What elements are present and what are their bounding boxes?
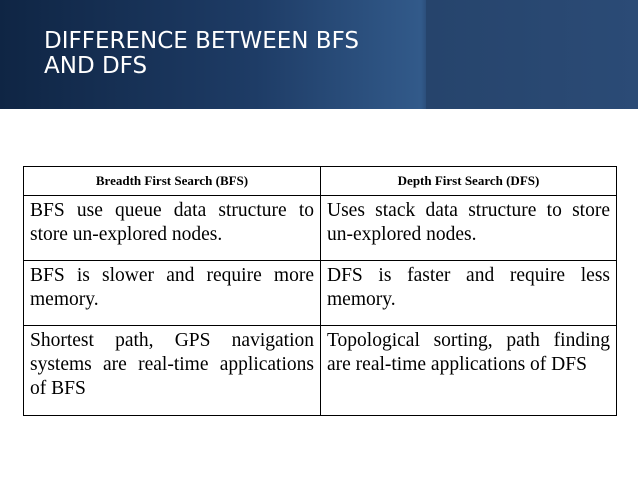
table-row: BFS is slower and require more memory. D… xyxy=(23,260,617,326)
table-row: Shortest path, GPS navigation systems ar… xyxy=(23,325,617,416)
cell-bfs-data-structure: BFS use queue data structure to store un… xyxy=(23,195,321,261)
cell-dfs-applications: Topological sorting, path finding are re… xyxy=(320,325,617,416)
header-dfs: Depth First Search (DFS) xyxy=(320,166,617,196)
cell-dfs-speed-memory: DFS is faster and require less memory. xyxy=(320,260,617,326)
table-row: BFS use queue data structure to store un… xyxy=(23,195,617,261)
banner-panel xyxy=(426,0,638,109)
cell-dfs-data-structure: Uses stack data structure to store un-ex… xyxy=(320,195,617,261)
cell-bfs-speed-memory: BFS is slower and require more memory. xyxy=(23,260,321,326)
header-bfs: Breadth First Search (BFS) xyxy=(23,166,321,196)
title-banner: DIFFERENCE BETWEEN BFS AND DFS xyxy=(0,0,638,109)
table-header-row: Breadth First Search (BFS) Depth First S… xyxy=(23,166,617,196)
cell-bfs-applications: Shortest path, GPS navigation systems ar… xyxy=(23,325,321,416)
slide-title: DIFFERENCE BETWEEN BFS AND DFS xyxy=(44,28,359,79)
comparison-table-container: Breadth First Search (BFS) Depth First S… xyxy=(23,166,617,416)
comparison-table: Breadth First Search (BFS) Depth First S… xyxy=(23,166,617,416)
